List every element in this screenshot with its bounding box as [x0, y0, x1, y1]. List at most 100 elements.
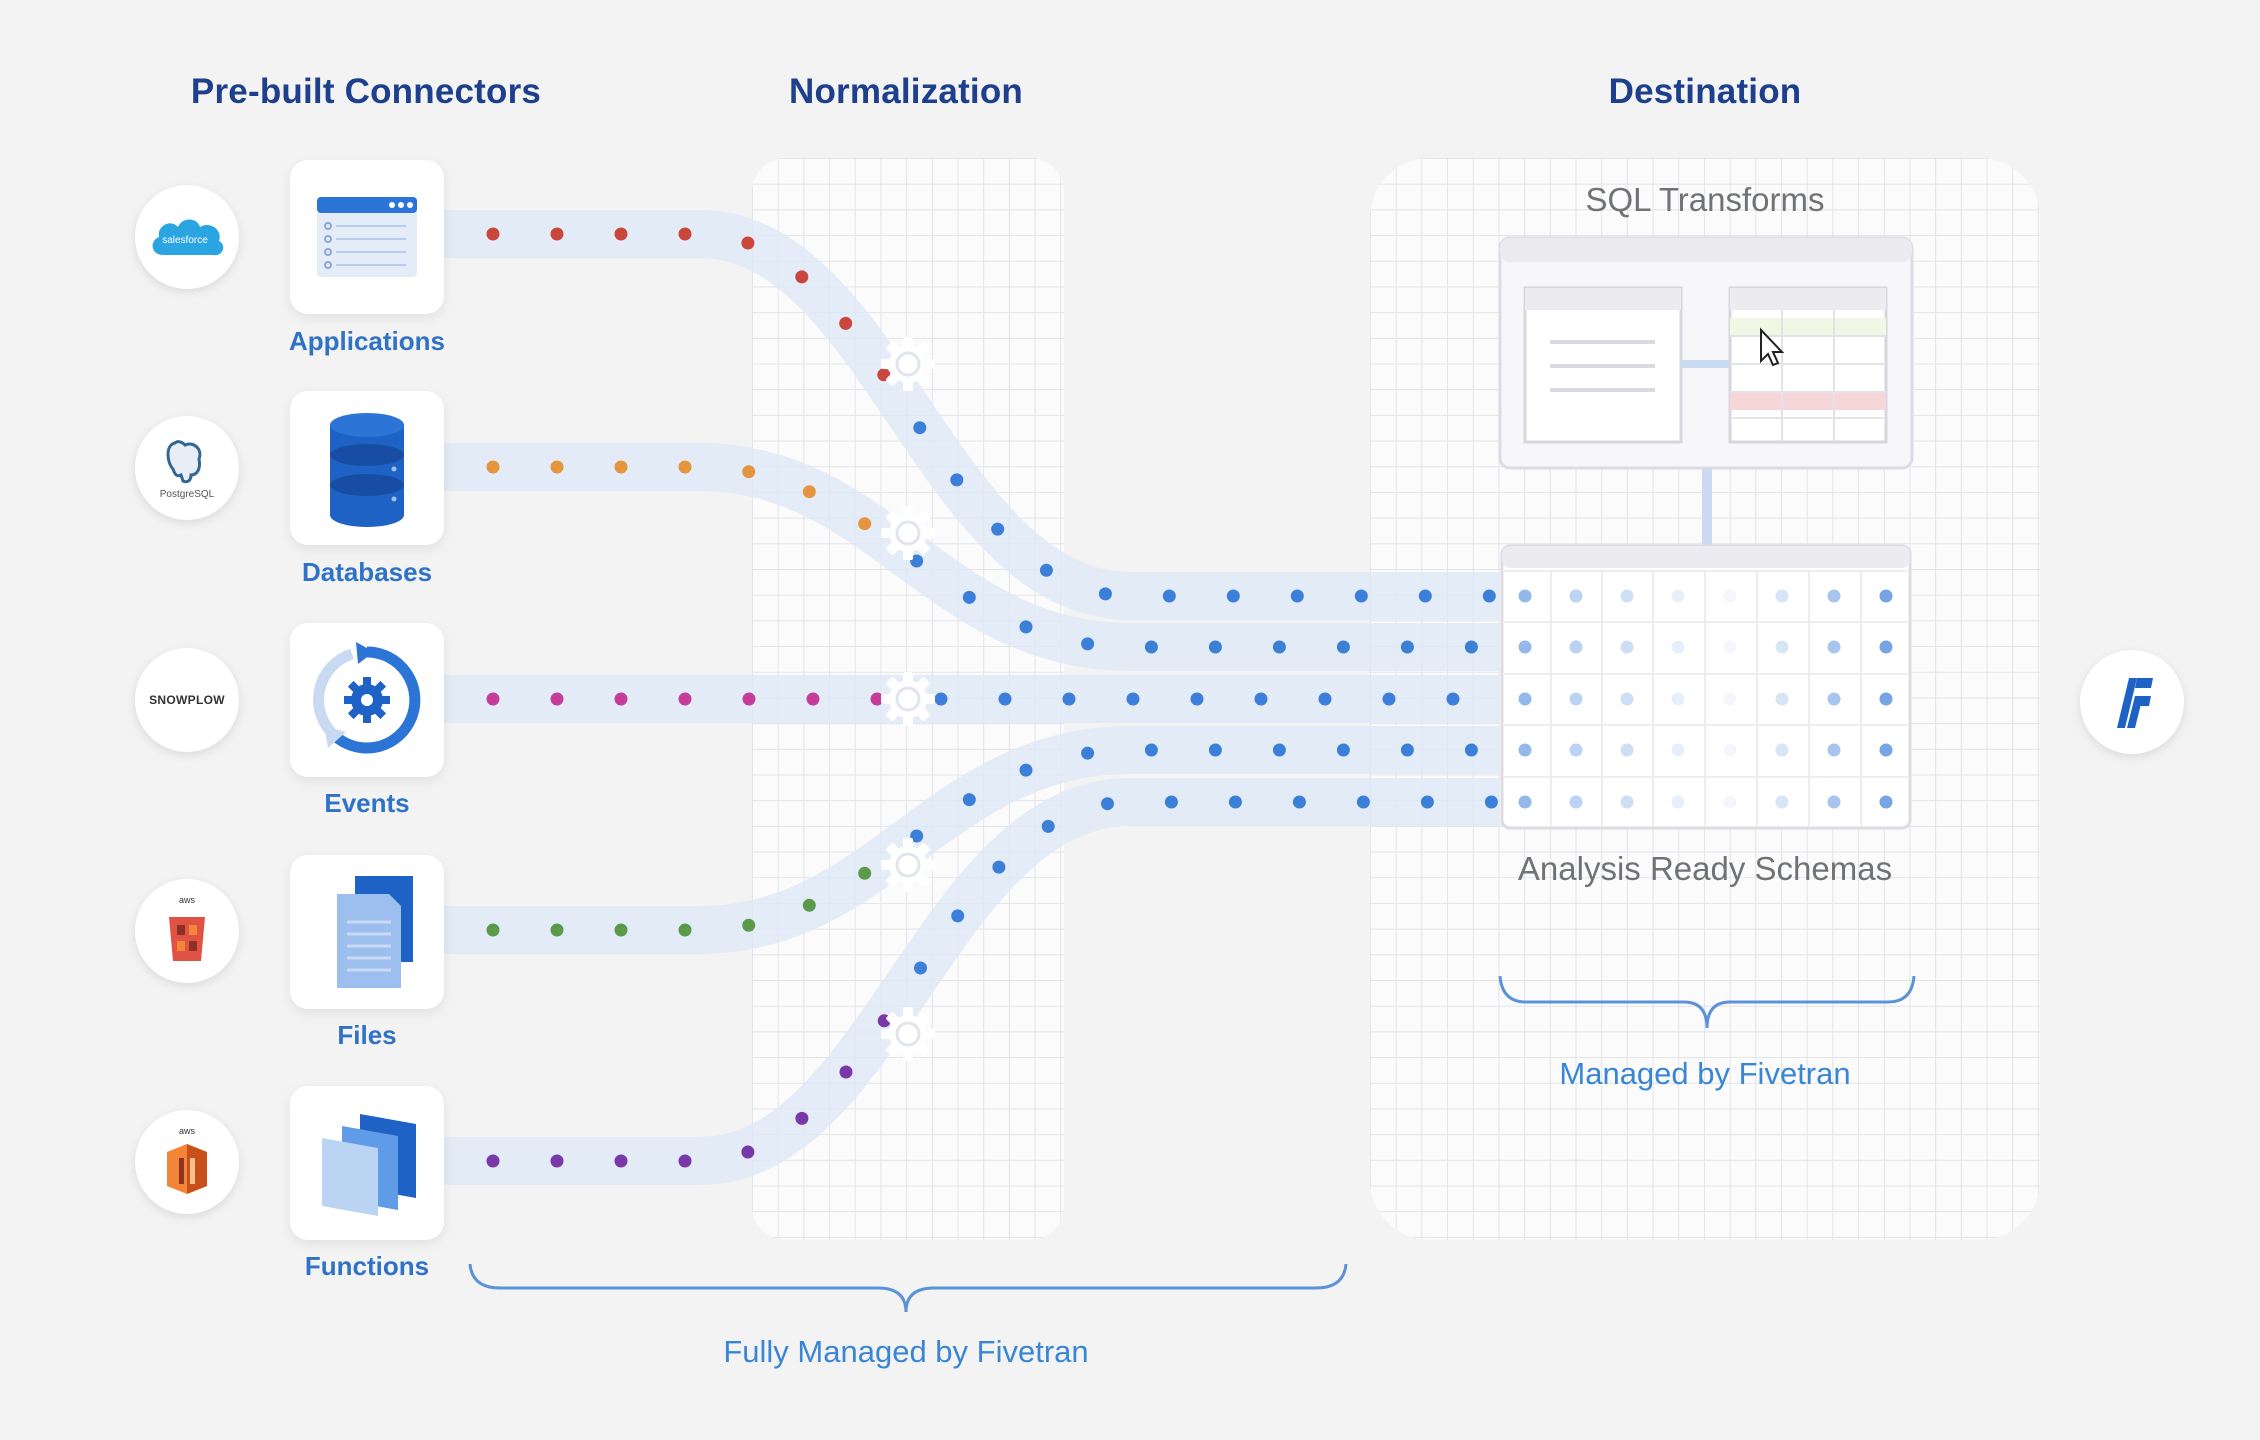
schema-cell-dot — [1827, 795, 1841, 809]
schema-cell-dot — [1518, 795, 1532, 809]
managed-by-fivetran-label: Managed by Fivetran — [1559, 1056, 1851, 1091]
record-dot — [913, 421, 927, 435]
record-dot — [870, 692, 884, 706]
record-dot — [1484, 795, 1498, 809]
schema-cell-dot — [1723, 795, 1737, 809]
record-dot — [1098, 587, 1112, 601]
record-dot — [839, 1065, 853, 1079]
schema-cell-dot — [1723, 589, 1737, 603]
record-dot — [1164, 795, 1178, 809]
record-dot — [910, 554, 924, 568]
sql-transforms-box — [1498, 236, 1914, 470]
postgresql-logo: PostgreSQL — [135, 416, 239, 520]
record-dot — [806, 692, 820, 706]
stream-band — [421, 210, 1524, 620]
record-dot — [678, 1154, 692, 1168]
record-dot — [614, 227, 628, 241]
record-dot — [678, 460, 692, 474]
record-dot — [950, 473, 964, 487]
stream-band — [421, 778, 1524, 1185]
record-dot — [486, 1154, 500, 1168]
record-dot — [1418, 589, 1432, 603]
record-dot — [1190, 692, 1204, 706]
cycle-gear-icon — [313, 642, 421, 754]
record-dot — [1081, 637, 1095, 651]
fully-managed-label: Fully Managed by Fivetran — [723, 1334, 1089, 1369]
record-dot — [910, 829, 924, 843]
source-card-files[interactable] — [290, 855, 444, 1009]
record-dot — [1382, 692, 1396, 706]
record-dot — [1356, 795, 1370, 809]
source-label-functions: Functions — [304, 1251, 430, 1281]
schema-cell-dot — [1775, 795, 1789, 809]
schema-cell-dot — [1671, 640, 1685, 654]
schema-cell-dot — [1723, 692, 1737, 706]
record-dot — [1446, 692, 1460, 706]
schema-cell-dot — [1775, 589, 1789, 603]
source-card-applications[interactable] — [290, 160, 444, 314]
schema-cell-dot — [1620, 640, 1634, 654]
aws-lambda-icon: aws — [167, 1126, 207, 1194]
schema-cell-dot — [1775, 692, 1789, 706]
record-dot — [802, 485, 816, 499]
record-dot — [1420, 795, 1434, 809]
schema-cell-dot — [1723, 743, 1737, 757]
record-dot — [1041, 819, 1055, 833]
snowplow-logo: SNOWPLOW — [135, 648, 239, 752]
schema-cell-dot — [1671, 692, 1685, 706]
record-dot — [1318, 692, 1332, 706]
schema-cell-dot — [1518, 640, 1532, 654]
record-dot — [486, 460, 500, 474]
schema-cell-dot — [1569, 795, 1583, 809]
salesforce-cloud-icon: salesforce — [152, 219, 224, 256]
record-dot — [486, 923, 500, 937]
record-dot — [839, 316, 853, 330]
record-dot — [486, 227, 500, 241]
schema-cell-dot — [1775, 743, 1789, 757]
record-dot — [1162, 589, 1176, 603]
record-dot — [550, 923, 564, 937]
source-card-events[interactable] — [290, 623, 444, 777]
source-card-functions[interactable] — [290, 1086, 444, 1240]
schema-cell-dot — [1620, 795, 1634, 809]
record-dot — [614, 692, 628, 706]
schema-cell-dot — [1671, 743, 1685, 757]
database-cylinder-icon — [330, 413, 404, 527]
record-dot — [951, 909, 965, 923]
record-dot — [1464, 640, 1478, 654]
record-dot — [614, 1154, 628, 1168]
record-dot — [1101, 797, 1114, 811]
record-dot — [991, 522, 1005, 536]
record-dot — [1039, 563, 1053, 577]
record-dot — [858, 866, 872, 880]
schema-cell-dot — [1723, 640, 1737, 654]
svg-text:aws: aws — [179, 1126, 196, 1136]
analysis-schema-table — [1499, 544, 1912, 830]
source-card-databases[interactable] — [290, 391, 444, 545]
transform-doc-left — [1523, 286, 1683, 444]
record-dot — [1336, 640, 1350, 654]
gear-icon — [881, 506, 935, 560]
record-dot — [858, 517, 872, 531]
record-dot — [1336, 743, 1350, 757]
stream-bands — [421, 210, 1524, 1185]
aws-lambda-logo: aws — [135, 1110, 239, 1214]
aws-s3-bucket-icon: aws — [169, 895, 205, 961]
schema-cell-dot — [1827, 743, 1841, 757]
record-dot — [678, 227, 692, 241]
schema-cell-dot — [1879, 692, 1893, 706]
fivetran-logo-icon — [2117, 678, 2153, 728]
record-dot — [1208, 640, 1222, 654]
record-dot — [1144, 640, 1158, 654]
schema-cell-dot — [1827, 589, 1841, 603]
record-dot — [1062, 692, 1076, 706]
schema-grid — [1499, 570, 1908, 826]
record-dot — [742, 692, 756, 706]
record-dot — [992, 860, 1006, 874]
record-dot — [550, 1154, 564, 1168]
schema-cell-dot — [1827, 692, 1841, 706]
record-dot — [1272, 743, 1286, 757]
mouse-pointer-icon — [1760, 327, 1785, 367]
